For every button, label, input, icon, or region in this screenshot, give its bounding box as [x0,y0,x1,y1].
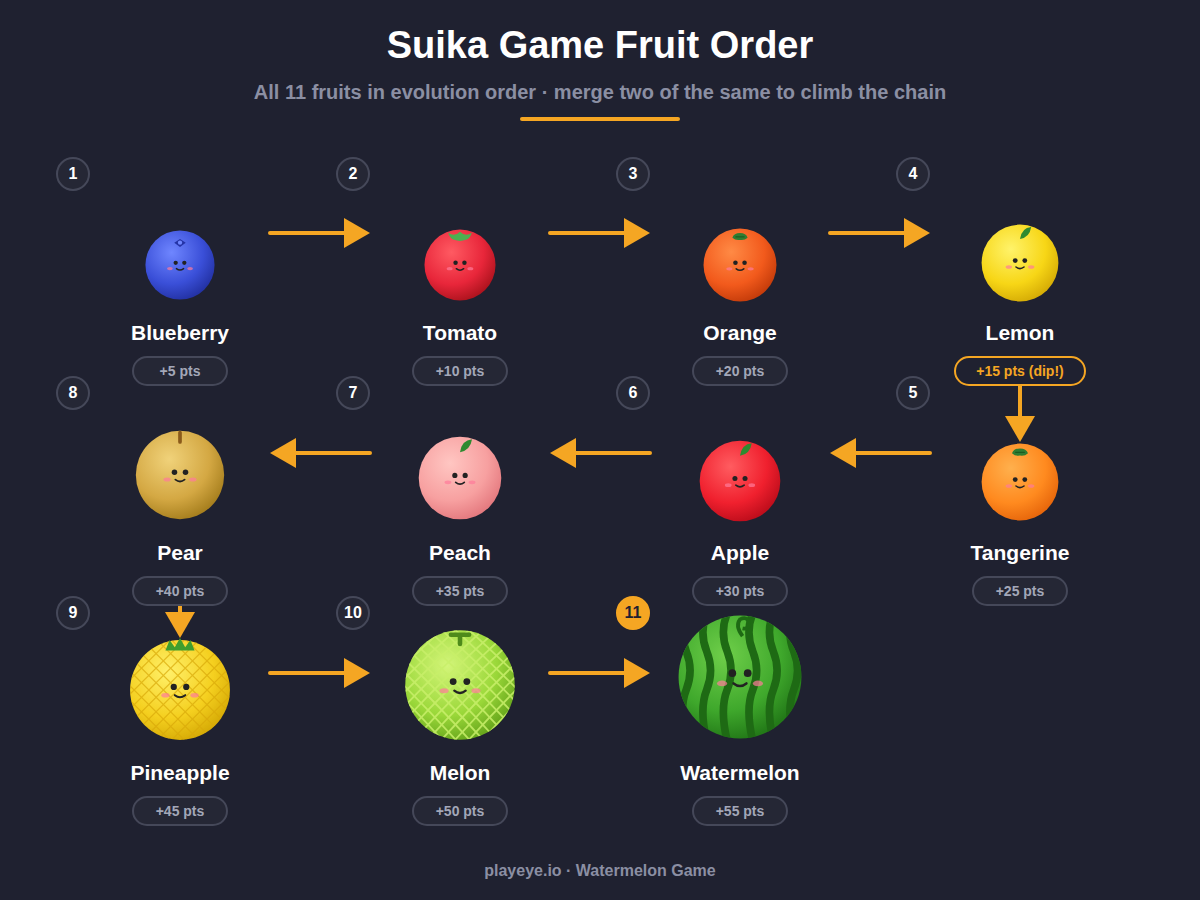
arrow-head [344,658,370,688]
arrow-shaft [270,671,346,675]
callout-number: 8 [56,376,90,410]
arrow-head [165,612,195,638]
fruit-node: Pineapple +45 pts [90,638,270,826]
arrow-head [624,218,650,248]
peach-illustration [417,435,503,521]
points-pill: +45 pts [132,796,228,826]
arrow-head [1005,416,1035,442]
fruit-name: Lemon [986,321,1055,345]
flow-arrow [270,218,370,248]
points-pill: +35 pts [412,576,508,606]
arrow-shaft [550,671,626,675]
fruit-name: Tomato [423,321,497,345]
arrow-shaft [1018,386,1022,418]
tangerine-illustration [980,442,1060,522]
fruit-name: Tangerine [971,541,1070,565]
flow-arrow [270,658,370,688]
pineapple-illustration [128,638,232,742]
points-pill: +25 pts [972,576,1068,606]
diagram-subtitle: All 11 fruits in evolution order · merge… [0,81,1200,104]
flow-arrow [550,438,650,468]
arrow-head [270,438,296,468]
fruit-node: Melon +50 pts [370,628,550,826]
callout-number: 1 [56,157,90,191]
arrow-shaft [294,451,370,455]
fruit-node: Tangerine +25 pts [930,442,1110,606]
fruit-node: Blueberry +5 pts [90,229,270,386]
fruit-name: Pear [157,541,203,565]
points-pill: +10 pts [412,356,508,386]
arrow-head [904,218,930,248]
fruit-node: Tomato +10 pts [370,228,550,386]
callout-number: 9 [56,596,90,630]
flow-arrow [830,438,930,468]
arrow-head [830,438,856,468]
arrow-head [344,218,370,248]
diagram-title: Suika Game Fruit Order [0,24,1200,67]
points-pill: +40 pts [132,576,228,606]
points-pill: +5 pts [132,356,228,386]
callout-number: 4 [896,157,930,191]
flow-arrow [830,218,930,248]
callout-number: 11 [616,596,650,630]
fruit-node: Watermelon +55 pts [650,613,830,826]
callout-number: 2 [336,157,370,191]
orange-illustration [702,227,778,303]
fruit-node: Orange +20 pts [650,227,830,386]
arrow-head [624,658,650,688]
arrow-shaft [574,451,650,455]
fruit-node: Peach +35 pts [370,435,550,606]
footer-credit: playeye.io · Watermelon Game [0,862,1200,880]
fruit-name: Pineapple [130,761,229,785]
points-pill: +50 pts [412,796,508,826]
callout-number: 3 [616,157,650,191]
watermelon-illustration [676,613,804,741]
fruit-name: Apple [711,541,769,565]
tomato-illustration [423,228,497,302]
fruit-name: Blueberry [131,321,229,345]
arrow-shaft [830,231,906,235]
flow-arrow [550,658,650,688]
pear-illustration [134,429,226,521]
melon-illustration [403,628,517,742]
lemon-illustration [980,223,1060,303]
callout-number: 7 [336,376,370,410]
points-pill: +55 pts [692,796,788,826]
fruit-name: Watermelon [680,761,799,785]
points-pill: +30 pts [692,576,788,606]
apple-illustration [698,439,782,523]
fruit-node: Pear +40 pts [90,429,270,606]
underline-bar [520,117,680,121]
fruit-name: Orange [703,321,777,345]
flow-arrow [550,218,650,248]
fruit-node: Apple +30 pts [650,439,830,606]
callout-number: 5 [896,376,930,410]
callout-number: 6 [616,376,650,410]
arrow-shaft [854,451,930,455]
points-pill: +15 pts (dip!) [954,356,1086,386]
flow-arrow [1005,386,1035,442]
points-pill: +20 pts [692,356,788,386]
arrow-head [550,438,576,468]
arrow-shaft [270,231,346,235]
fruit-name: Melon [430,761,491,785]
arrow-shaft [550,231,626,235]
blueberry-illustration [144,229,216,301]
callout-number: 10 [336,596,370,630]
flow-arrow [165,606,195,638]
fruit-node: Lemon +15 pts (dip!) [930,223,1110,386]
flow-arrow [270,438,370,468]
fruit-name: Peach [429,541,491,565]
